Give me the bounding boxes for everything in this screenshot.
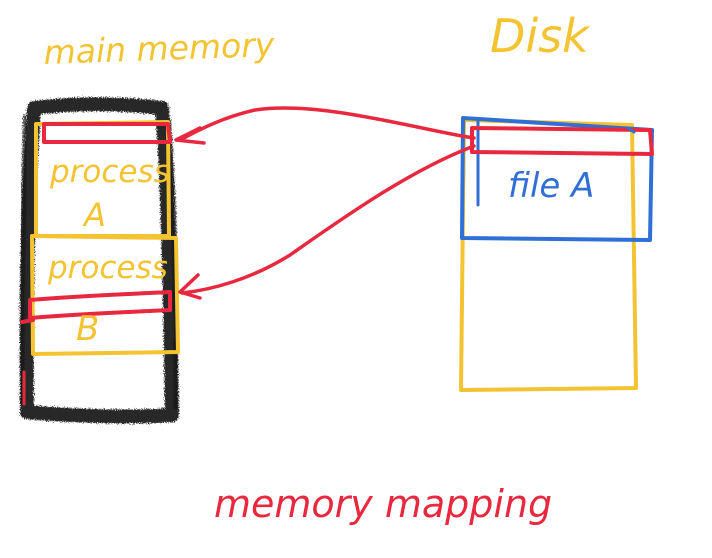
disk-block [459,116,654,392]
process-a-label: process [49,154,170,190]
main-memory-label: main memory [43,25,276,72]
arrow-file-to-process-a [178,106,476,142]
process-a-letter: A [82,196,106,234]
file-a-mapped-region [470,126,654,156]
mapping-arrows [174,106,476,300]
process-a-mapped-region [42,122,172,144]
diagram-caption: memory mapping [214,482,552,526]
arrow-file-to-process-b [180,144,476,295]
process-b-box [30,234,180,356]
arrow-head-process-a [174,126,206,145]
disk-box [459,118,638,392]
arrow-head-process-b [178,273,202,300]
main-memory-outline [19,97,179,424]
process-b-label: process [47,250,168,286]
main-memory-block [18,97,180,424]
file-a-box [460,116,654,242]
disk-label: Disk [490,9,591,63]
process-b-letter: B [76,309,99,349]
file-a-label: file A [508,166,594,206]
process-b-mapped-region [28,290,172,320]
